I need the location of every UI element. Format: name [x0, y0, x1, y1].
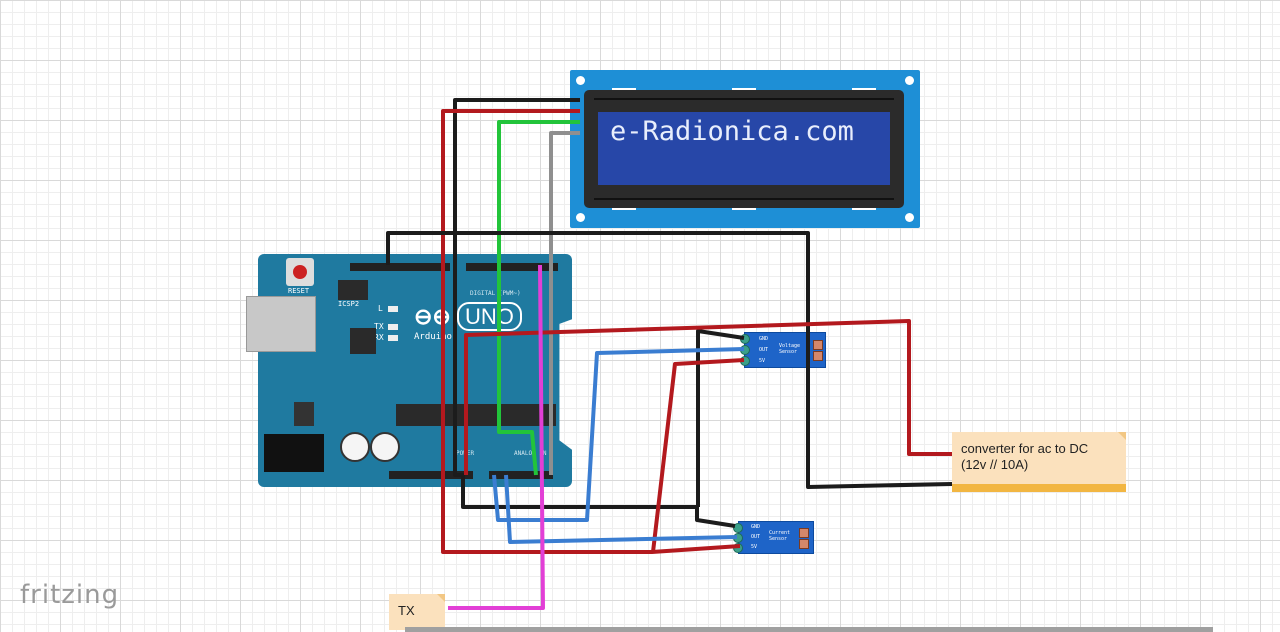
note-corner-fold — [1118, 432, 1126, 440]
note-tx-text: TX — [398, 603, 415, 618]
horizontal-scrollbar[interactable] — [405, 627, 1213, 632]
power-header — [389, 471, 473, 479]
note-converter-line1: converter for ac to DC — [961, 441, 1089, 456]
bezel-line — [594, 98, 894, 100]
current-sensor-gnd-pin[interactable] — [733, 523, 743, 533]
icsp-label: ICSP2 — [338, 300, 360, 308]
usb-port — [246, 296, 316, 352]
led-l — [388, 306, 398, 312]
lcd-tick — [612, 208, 636, 210]
lcd-tick — [852, 208, 876, 210]
note-tx[interactable]: TX — [389, 594, 445, 630]
analog-header — [489, 471, 553, 479]
wire-black-gnd-converter[interactable] — [386, 231, 953, 489]
wire-green-lcd-sda[interactable] — [497, 120, 580, 476]
lcd-screen: e-Radionica.com — [598, 112, 890, 185]
wire-red-converter-voltage[interactable] — [464, 319, 952, 475]
note-converter[interactable]: converter for ac to DC (12v // 10A) — [952, 432, 1126, 492]
current-sensor-module[interactable]: GND OUT 5V Current Sensor — [738, 521, 814, 554]
capacitor — [370, 432, 400, 462]
pin-label-gnd: GND — [759, 336, 769, 342]
sensor-label: Current Sensor — [769, 530, 791, 542]
reset-button[interactable] — [286, 258, 314, 286]
bezel-line — [594, 198, 894, 200]
lcd-text: e-Radionica.com — [610, 116, 854, 147]
led-rx — [388, 335, 398, 341]
arduino-brand-label: Arduino — [414, 332, 452, 342]
pin-label-gnd: GND — [751, 524, 761, 530]
atmega-chip — [396, 404, 556, 426]
led-label-rx: RX — [374, 333, 384, 342]
wire-red-voltage-5v[interactable] — [651, 358, 745, 553]
lcd-tick — [852, 88, 876, 90]
screw-terminal — [799, 539, 809, 549]
voltage-sensor-module[interactable]: GND OUT 5V Voltage Sensor — [744, 332, 826, 368]
sensor-label: Voltage Sensor — [779, 343, 801, 355]
mount-hole — [905, 76, 914, 85]
lcd-tick — [612, 88, 636, 90]
note-corner-fold — [437, 594, 445, 602]
note-converter-line2: (12v // 10A) — [961, 457, 1029, 472]
icsp-header — [338, 280, 368, 300]
lcd-tick — [732, 88, 756, 90]
pin-label-5v: 5V — [759, 358, 766, 364]
digital-label: DIGITAL (PWM~) — [470, 290, 521, 297]
wire-blue-voltage-out[interactable] — [492, 347, 745, 522]
power-jack — [264, 434, 324, 472]
reset-button-cap — [293, 265, 307, 279]
pin-label-5v: 5V — [751, 544, 758, 550]
pin-label-out: OUT — [751, 534, 761, 540]
wire-black-voltage-gnd[interactable] — [696, 329, 745, 507]
arduino-uno-board[interactable]: RESET ICSP2 DIGITAL (PWM~) POWER ANALOG … — [246, 254, 572, 487]
wire-gray-lcd-scl[interactable] — [549, 131, 580, 475]
wire-magenta-tx[interactable] — [448, 264, 545, 610]
note-resize-bar[interactable] — [952, 484, 1126, 492]
led-label-tx: TX — [374, 322, 384, 331]
led-tx — [388, 324, 398, 330]
mount-hole — [905, 213, 914, 222]
screw-terminal — [799, 528, 809, 538]
usb-chip — [350, 328, 376, 354]
wire-black-lcd-gnd[interactable] — [453, 98, 736, 528]
fritzing-logo: fritzing — [20, 580, 120, 610]
lcd-display-module[interactable]: e-Radionica.com — [570, 70, 920, 228]
digital-header-right — [466, 263, 558, 271]
led-label-l: L — [378, 304, 383, 313]
mount-hole — [576, 213, 585, 222]
lcd-tick — [732, 208, 756, 210]
capacitor — [340, 432, 370, 462]
mount-hole — [576, 76, 585, 85]
pin-label-out: OUT — [759, 347, 769, 353]
uno-label: UNO — [456, 302, 522, 331]
reset-label: RESET — [288, 287, 310, 295]
voltage-regulator — [294, 402, 314, 426]
analog-label: ANALOG IN — [514, 450, 547, 457]
screw-terminal — [813, 351, 823, 361]
wire-blue-current-out[interactable] — [504, 474, 738, 544]
digital-header-left — [350, 263, 450, 271]
screw-terminal — [813, 340, 823, 350]
note-converter-text: converter for ac to DC (12v // 10A) — [961, 441, 1088, 473]
wire-red-lcd-vcc[interactable] — [441, 109, 741, 554]
